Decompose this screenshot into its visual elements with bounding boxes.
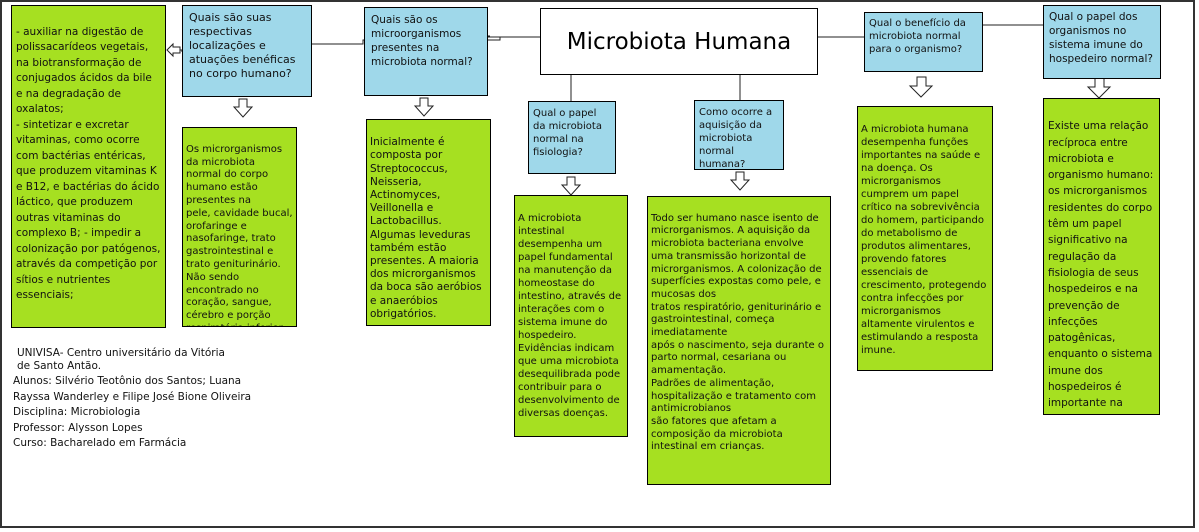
question-box-acquisition: Como ocorre a aquisição da microbiota no…: [694, 100, 784, 170]
down-arrow-icon: [560, 176, 582, 196]
down-arrow-icon: [1086, 77, 1112, 99]
down-arrow-icon: [908, 76, 934, 98]
answer-text-acquisition: Todo ser humano nasce isento de microrga…: [651, 212, 824, 453]
connector-main-q2: [487, 35, 540, 38]
answer-text-physiology: A microbiota intestinal desempenha um pa…: [518, 213, 622, 419]
down-arrow-icon: [413, 97, 435, 117]
question-text-locations: Quais são suas respectivas localizações …: [189, 11, 296, 80]
answer-text-benefit: A microbiota humana desempenha funções i…: [861, 124, 987, 356]
question-box-physiology: Qual o papel da microbiota normal na fis…: [528, 101, 616, 174]
credits-line: Disciplina: Microbiologia: [13, 406, 141, 418]
answer-box-acquisition: Todo ser humano nasce isento de microrga…: [647, 196, 831, 485]
answer-box-benefit: A microbiota humana desempenha funções i…: [857, 106, 993, 371]
question-text-immune: Qual o papel dos organismos no sistema i…: [1049, 11, 1153, 65]
credits-line: Alunos: Silvério Teotônio dos Santos; Lu…: [13, 375, 242, 387]
main-title: Microbiota Humana: [566, 28, 792, 55]
question-text-physiology: Qual o papel da microbiota normal na fis…: [533, 108, 602, 158]
credits-line: Rayssa Wanderley e Filipe José Bione Oli…: [13, 390, 252, 403]
answer-text-locations: Os microrganismos da microbiota normal d…: [186, 143, 293, 326]
answer-text-microorganisms: Inicialmente é composta por Streptococcu…: [370, 136, 482, 320]
credits-line: UNIVISA- Centro universitário da Vitória: [17, 347, 225, 359]
question-text-acquisition: Como ocorre a aquisição da microbiota no…: [699, 107, 773, 170]
credits-line: Professor: Alysson Lopes: [13, 421, 143, 434]
down-arrow-icon: [232, 98, 254, 118]
credits-block: UNIVISA- Centro universitário da Vitória…: [13, 346, 251, 452]
answer-box-locations: Os microrganismos da microbiota normal d…: [182, 127, 297, 327]
answer-box-immune: Existe uma relação recíproca entre micro…: [1043, 98, 1160, 415]
answer-text-left: - auxiliar na digestão de polissacarídeo…: [16, 25, 161, 302]
question-text-microorganisms: Quais são os microorganismos presentes n…: [371, 14, 473, 68]
answer-box-left: - auxiliar na digestão de polissacarídeo…: [11, 5, 166, 328]
question-box-locations: Quais são suas respectivas localizações …: [182, 5, 312, 97]
answer-box-microorganisms: Inicialmente é composta por Streptococcu…: [366, 119, 491, 326]
question-text-benefit: Qual o benefício da microbiota normal pa…: [869, 18, 966, 55]
credits-line: de Santo Antão.: [17, 359, 102, 372]
question-box-benefit: Qual o benefício da microbiota normal pa…: [864, 12, 983, 72]
question-box-microorganisms: Quais são os microorganismos presentes n…: [364, 7, 488, 96]
main-title-box: Microbiota Humana: [540, 8, 818, 75]
answer-box-physiology: A microbiota intestinal desempenha um pa…: [514, 195, 628, 437]
left-arrow-icon: [166, 42, 181, 58]
answer-text-immune: Existe uma relação recíproca entre micro…: [1048, 120, 1154, 414]
question-box-immune: Qual o papel dos organismos no sistema i…: [1043, 5, 1161, 79]
down-arrow-icon: [729, 171, 751, 191]
credits-line: Curso: Bacharelado em Farmácia: [13, 437, 187, 449]
